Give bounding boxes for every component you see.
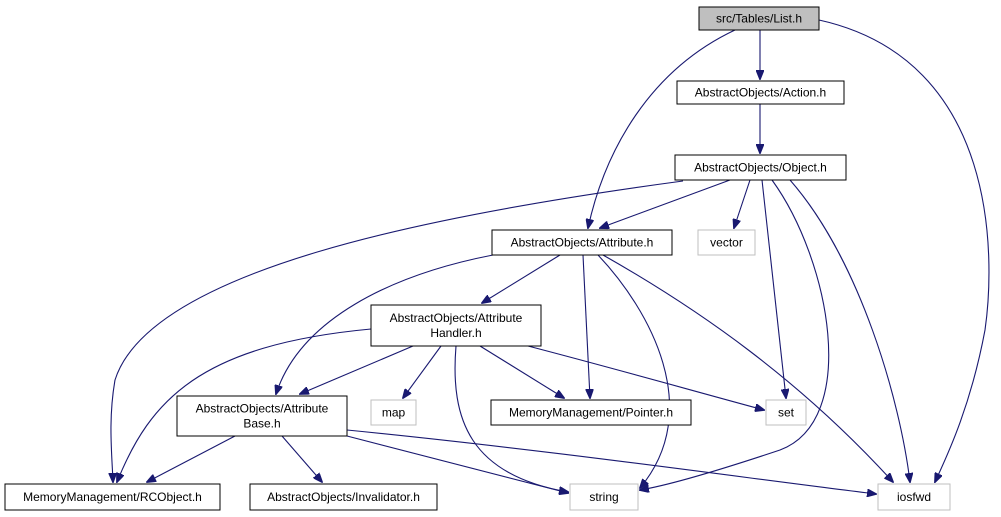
- node-box-pointer: [490, 399, 692, 426]
- edge-attribute-to-base: [276, 254, 494, 394]
- node-vector: vector: [697, 229, 756, 256]
- node-label-invalidator: AbstractObjects/Invalidator.h: [267, 490, 420, 504]
- node-box-invalidator: [249, 483, 438, 511]
- edge-list-to-attribute: [588, 29, 736, 228]
- node-box-base: [176, 395, 348, 437]
- edge-object-to-rcobject: [111, 180, 684, 482]
- node-label-base-1: AbstractObjects/Attribute: [196, 402, 329, 416]
- node-box-object: [674, 154, 847, 181]
- node-label-base-2: Base.h: [243, 417, 280, 431]
- edge-base-to-invalidator: [281, 435, 322, 482]
- node-label-string: string: [589, 490, 618, 504]
- edge-base-to-iosfwd: [346, 429, 876, 494]
- node-box-iosfwd: [877, 483, 951, 511]
- node-invalidator[interactable]: AbstractObjects/Invalidator.h: [249, 483, 438, 511]
- edge-handler-to-pointer: [479, 345, 564, 398]
- node-box-list: [698, 6, 820, 31]
- node-label-iosfwd: iosfwd: [897, 490, 931, 504]
- node-box-handler: [370, 304, 542, 347]
- node-string: string: [569, 483, 639, 511]
- node-map: map: [370, 399, 417, 426]
- node-box-map: [370, 399, 417, 426]
- edges-layer: [111, 19, 990, 494]
- node-box-set: [765, 399, 807, 426]
- node-label-list: src/Tables/List.h: [716, 12, 802, 26]
- node-action[interactable]: AbstractObjects/Action.h: [676, 80, 845, 105]
- node-box-vector: [697, 229, 756, 256]
- node-label-handler-2: Handler.h: [430, 326, 481, 340]
- edge-base-to-string: [346, 435, 568, 493]
- node-set: set: [765, 399, 807, 426]
- nodes-layer: src/Tables/List.hAbstractObjects/Action.…: [4, 6, 951, 511]
- edge-object-to-vector: [734, 179, 751, 228]
- edge-handler-to-set: [527, 345, 764, 410]
- edge-object-to-attribute: [600, 179, 731, 228]
- node-label-handler-1: AbstractObjects/Attribute: [390, 311, 523, 325]
- node-label-rcobject: MemoryManagement/RCObject.h: [23, 490, 202, 504]
- node-box-string: [569, 483, 639, 511]
- edge-handler-to-map: [403, 345, 442, 398]
- node-pointer[interactable]: MemoryManagement/Pointer.h: [490, 399, 692, 426]
- edge-attribute-to-handler: [482, 254, 561, 303]
- node-object[interactable]: AbstractObjects/Object.h: [674, 154, 847, 181]
- edge-object-to-set: [761, 179, 786, 398]
- node-list[interactable]: src/Tables/List.h: [698, 6, 820, 31]
- edge-handler-to-rcobject: [117, 328, 372, 482]
- node-box-rcobject: [4, 483, 221, 511]
- node-label-vector: vector: [710, 236, 743, 250]
- node-label-attribute: AbstractObjects/Attribute.h: [511, 236, 654, 250]
- node-label-map: map: [382, 406, 406, 420]
- node-label-object: AbstractObjects/Object.h: [694, 161, 827, 175]
- node-rcobject[interactable]: MemoryManagement/RCObject.h: [4, 483, 221, 511]
- edge-handler-to-base: [300, 345, 414, 394]
- edge-object-to-iosfwd: [789, 179, 910, 482]
- node-label-pointer: MemoryManagement/Pointer.h: [509, 406, 673, 420]
- node-box-attribute: [491, 229, 673, 256]
- node-attribute[interactable]: AbstractObjects/Attribute.h: [491, 229, 673, 256]
- node-label-action: AbstractObjects/Action.h: [695, 86, 826, 100]
- edge-attribute-to-string: [597, 254, 671, 488]
- edge-object-to-string: [640, 179, 830, 490]
- edge-attribute-to-pointer: [582, 254, 590, 398]
- node-iosfwd: iosfwd: [877, 483, 951, 511]
- node-box-action: [676, 80, 845, 105]
- edge-base-to-rcobject: [147, 435, 236, 482]
- edge-attribute-to-iosfwd: [602, 254, 893, 482]
- edge-list-to-iosfwd: [818, 19, 990, 482]
- node-label-set: set: [778, 406, 795, 420]
